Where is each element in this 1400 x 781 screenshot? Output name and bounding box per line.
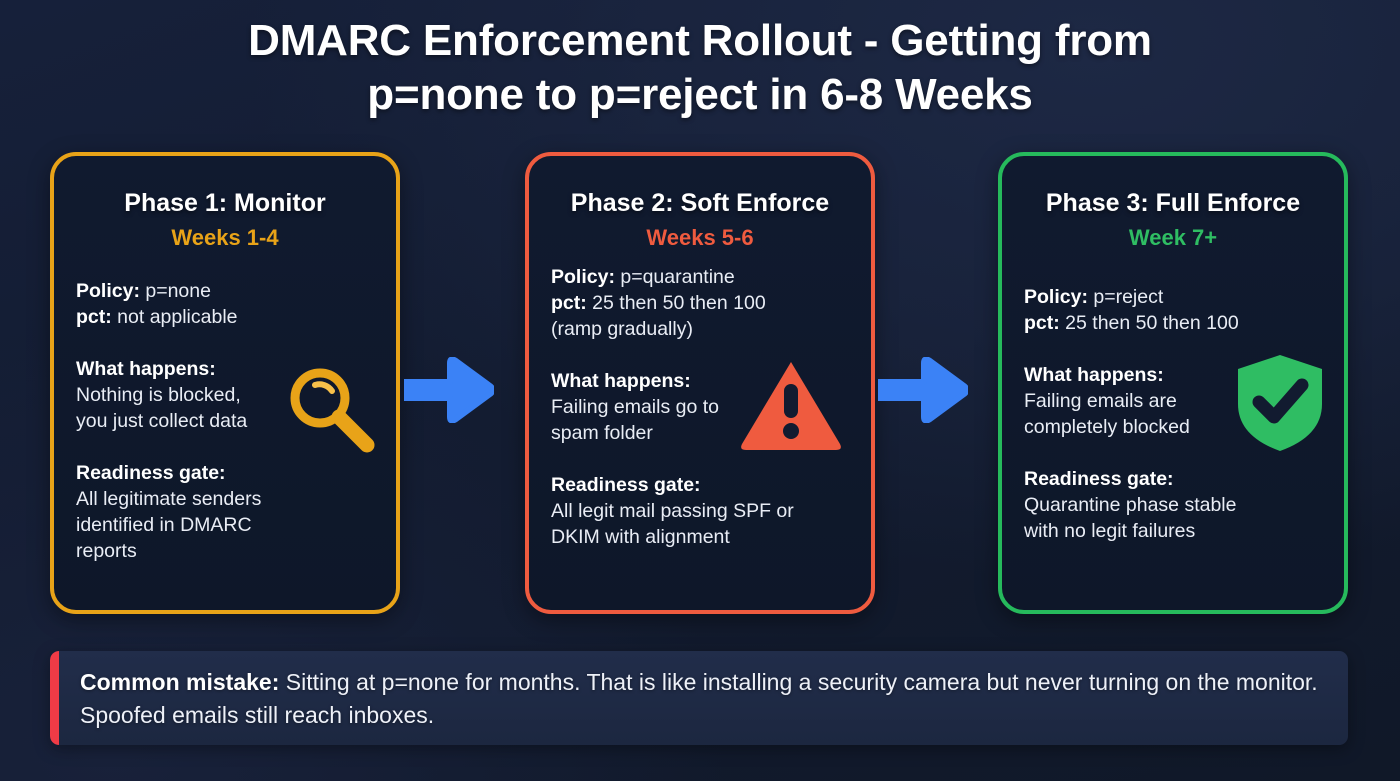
phase-card-3-readiness-gate-line-2: with no legit failures [1024, 520, 1196, 542]
phase-card-2-policy-label: Policy: [551, 266, 615, 288]
phase-card-2-body: Policy: p=quarantine pct: 25 then 50 the… [551, 264, 849, 550]
common-mistake-banner: Common mistake: Sitting at p=none for mo… [50, 651, 1348, 745]
banner-label: Common mistake: [80, 669, 280, 695]
phase-card-2-what-happens-line-1: Failing emails go to [551, 396, 719, 418]
banner-accent-bar [50, 651, 59, 745]
phase-card-1-policy-label: Policy: [76, 280, 140, 302]
phase-card-1-readiness-gate-label: Readiness gate: [76, 462, 226, 484]
phase-card-3-weeks: Week 7+ [1128, 225, 1218, 250]
phase-card-3-readiness-gate-line-1: Quarantine phase stable [1024, 494, 1237, 516]
phase-card-3-pct-label: pct: [1024, 312, 1060, 334]
phase-card-1-policy-block: Policy: p=none pct: not applicable [76, 278, 374, 330]
phase-card-3-readiness-gate-block: Readiness gate: Quarantine phase stable … [1024, 466, 1322, 544]
phase-card-3-what-happens-label: What happens: [1024, 364, 1164, 386]
phase-card-1-pct-value: not applicable [111, 306, 238, 328]
phase-card-1-pct-label: pct: [76, 306, 112, 328]
phase-card-2-what-happens-block: What happens: Failing emails go to spam … [551, 368, 849, 446]
phase-card-1-title: Phase 1: Monitor [124, 189, 326, 217]
phase-card-3-what-happens-line-2: completely blocked [1024, 416, 1190, 438]
phase-card-1-body: Policy: p=none pct: not applicable What … [76, 278, 374, 564]
phase-card-1-weeks: Weeks 1-4 [171, 225, 279, 250]
phase-card-3-body: Policy: p=reject pct: 25 then 50 then 10… [1024, 284, 1322, 544]
phase-card-2-readiness-gate-block: Readiness gate: All legit mail passing S… [551, 472, 849, 550]
phase-card-2-pct-label: pct: [551, 292, 587, 314]
phase-card-3-what-happens-line-1: Failing emails are [1024, 390, 1177, 412]
phase-card-3-readiness-gate-label: Readiness gate: [1024, 468, 1174, 490]
phase-card-2-title: Phase 2: Soft Enforce [570, 189, 830, 217]
phase-card-3-policy-value: p=reject [1087, 286, 1164, 308]
banner-body: Sitting at p=none for months. That is li… [80, 669, 1318, 728]
phase-card-1-readiness-gate-block: Readiness gate: All legitimate senders i… [76, 460, 374, 564]
phase-card-2-readiness-gate-line-1: All legit mail passing SPF or [551, 500, 794, 522]
phase-card-1-readiness-gate-line-2: identified in DMARC [76, 514, 252, 536]
phase-card-2-weeks: Weeks 5-6 [646, 225, 754, 250]
phase-card-2-what-happens-line-2: spam folder [551, 422, 653, 444]
phase-card-1-what-happens-block: What happens: Nothing is blocked, you ju… [76, 356, 374, 434]
banner-text: Common mistake: Sitting at p=none for mo… [80, 666, 1330, 732]
page-title-line-1: DMARC Enforcement Rollout - Getting from [248, 16, 1152, 65]
phase-card-3: Phase 3: Full Enforce Week 7+ Policy: p=… [998, 152, 1348, 614]
page-title: DMARC Enforcement Rollout - Getting from… [0, 14, 1400, 122]
phase-card-1-readiness-gate-line-1: All legitimate senders [76, 488, 262, 510]
phase-card-1-what-happens-line-1: Nothing is blocked, [76, 384, 241, 406]
phase-card-2-ramp-note: (ramp gradually) [551, 318, 693, 340]
phase-card-2-policy-value: p=quarantine [614, 266, 735, 288]
phase-card-1: Phase 1: Monitor Weeks 1-4 Policy: p=non… [50, 152, 400, 614]
phase-card-3-policy-block: Policy: p=reject pct: 25 then 50 then 10… [1024, 284, 1322, 336]
arrow-phase2-to-phase3 [875, 356, 970, 428]
phase-card-3-title: Phase 3: Full Enforce [1045, 189, 1301, 217]
phase-card-2-what-happens-label: What happens: [551, 370, 691, 392]
phase-card-1-what-happens-label: What happens: [76, 358, 216, 380]
phase-card-2-policy-block: Policy: p=quarantine pct: 25 then 50 the… [551, 264, 849, 342]
phase-card-2-readiness-gate-label: Readiness gate: [551, 474, 701, 496]
phase-card-1-readiness-gate-line-3: reports [76, 540, 137, 562]
phase-card-2-readiness-gate-line-2: DKIM with alignment [551, 526, 730, 548]
phase-card-3-policy-label: Policy: [1024, 286, 1088, 308]
phase-card-2-pct-value: 25 then 50 then 100 [586, 292, 766, 314]
page-title-line-2: p=none to p=reject in 6-8 Weeks [367, 70, 1033, 119]
phase-card-3-what-happens-block: What happens: Failing emails are complet… [1024, 362, 1322, 440]
arrow-phase1-to-phase2 [401, 356, 496, 428]
phase-card-1-policy-value: p=none [139, 280, 211, 302]
phase-card-3-pct-value: 25 then 50 then 100 [1059, 312, 1239, 334]
phase-card-2: Phase 2: Soft Enforce Weeks 5-6 Policy: … [525, 152, 875, 614]
phase-card-1-what-happens-line-2: you just collect data [76, 410, 248, 432]
